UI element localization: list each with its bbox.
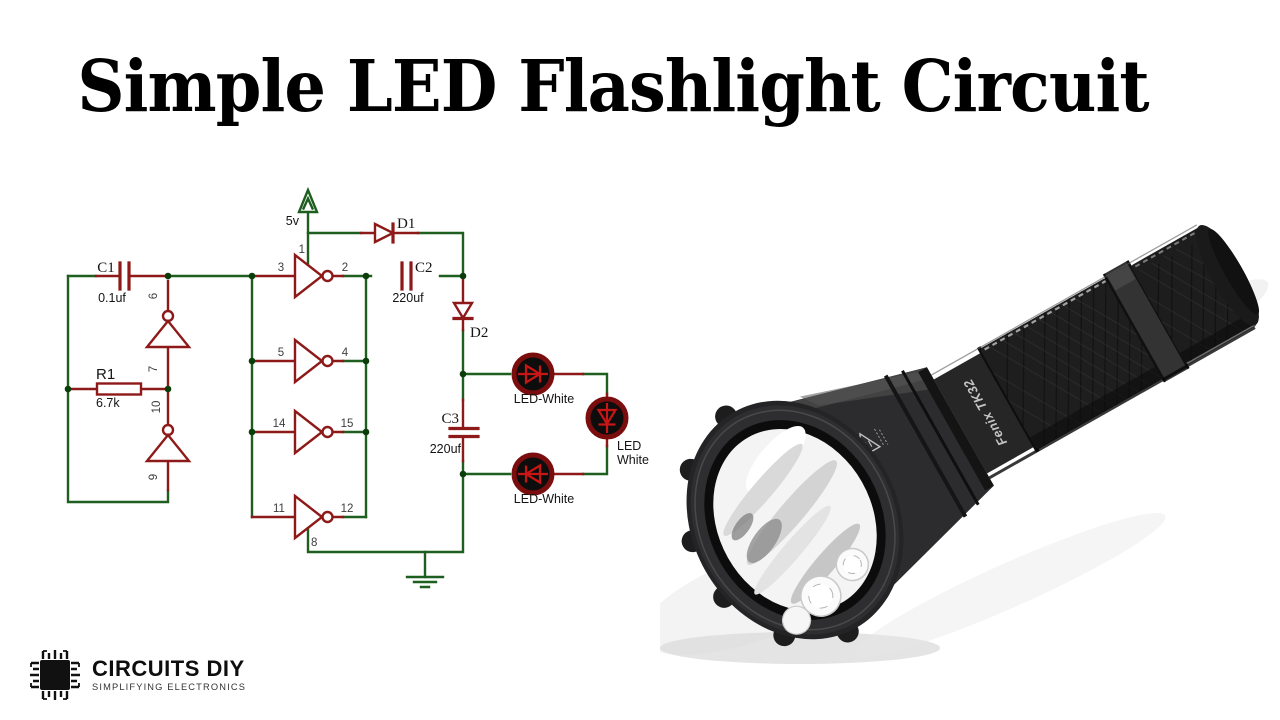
- value-r1: 6.7k: [96, 396, 120, 410]
- inverter-gate-c: [293, 408, 334, 456]
- label-led-right-1: LED: [617, 439, 641, 453]
- label-c3: C3: [441, 411, 459, 427]
- label-r1: R1: [96, 366, 115, 383]
- component-labels: C1 0.1uf R1 6.7k 5v D1 C2 220uf D2 C3 22…: [96, 214, 649, 506]
- pin-numbers: 1 3 2 5 4 14 15 11 12 8 6 7 10 9: [148, 244, 353, 549]
- led-white-right: [585, 396, 629, 440]
- components: [68, 222, 609, 541]
- flashlight-reflector: [713, 426, 877, 635]
- label-c1: C1: [97, 260, 115, 276]
- inverter-gate-e: [144, 309, 192, 349]
- svg-text:8: 8: [311, 537, 317, 549]
- wires: [66, 186, 609, 589]
- led-domes: [781, 547, 870, 635]
- svg-text:15: 15: [341, 418, 354, 430]
- svg-text:6: 6: [148, 293, 160, 299]
- power-5v-arrow-icon: [297, 186, 319, 214]
- label-led-bottom: LED-White: [514, 492, 574, 506]
- label-d1: D1: [397, 216, 415, 232]
- svg-text:10: 10: [151, 401, 163, 414]
- junction-dots: [64, 272, 467, 478]
- label-led-top: LED-White: [514, 392, 574, 406]
- flashlight-body: Fenix TK32: [679, 224, 1260, 647]
- svg-text:14: 14: [273, 418, 286, 430]
- inverter-gate-a: [293, 252, 334, 300]
- resistor-r1-body: [95, 382, 143, 396]
- svg-text:4: 4: [342, 347, 349, 359]
- page-title: Simple LED Flashlight Circuit: [77, 44, 1149, 128]
- chip-icon: [30, 650, 80, 700]
- label-c2: C2: [415, 260, 433, 276]
- value-c3: 220uf: [430, 442, 462, 456]
- capacitor-plates: [118, 261, 480, 439]
- svg-text:11: 11: [273, 503, 285, 515]
- svg-text:7: 7: [148, 366, 160, 372]
- circuit-schematic: C1 0.1uf R1 6.7k 5v D1 C2 220uf D2 C3 22…: [64, 186, 649, 589]
- inverter-gate-b: [293, 337, 334, 385]
- svg-text:9: 9: [148, 474, 160, 480]
- component-leads: [68, 231, 609, 519]
- diode-d1: [373, 222, 396, 244]
- label-d2: D2: [470, 325, 488, 341]
- brand-logo: CIRCUITS DIY SIMPLIFYING ELECTRONICS: [26, 646, 246, 704]
- led-white-bottom: [511, 452, 555, 496]
- inverter-gate-d: [293, 493, 334, 541]
- leds: [511, 352, 629, 496]
- svg-text:5: 5: [278, 347, 284, 359]
- value-c1: 0.1uf: [98, 291, 126, 305]
- logo-name: CIRCUITS DIY: [92, 655, 245, 681]
- svg-text:3: 3: [278, 262, 284, 274]
- logo-tagline: SIMPLIFYING ELECTRONICS: [92, 681, 247, 692]
- label-led-right-2: White: [617, 453, 649, 467]
- value-c2: 220uf: [392, 291, 424, 305]
- diode-d2: [451, 301, 475, 321]
- knurl-texture: [1006, 277, 1143, 446]
- svg-text:2: 2: [342, 262, 348, 274]
- flashlight-image: Fenix TK32: [660, 224, 1269, 664]
- svg-text:12: 12: [341, 503, 354, 515]
- label-5v: 5v: [286, 214, 300, 228]
- svg-text:1: 1: [299, 244, 305, 256]
- inverter-gate-f: [144, 423, 192, 463]
- led-white-top: [511, 352, 555, 396]
